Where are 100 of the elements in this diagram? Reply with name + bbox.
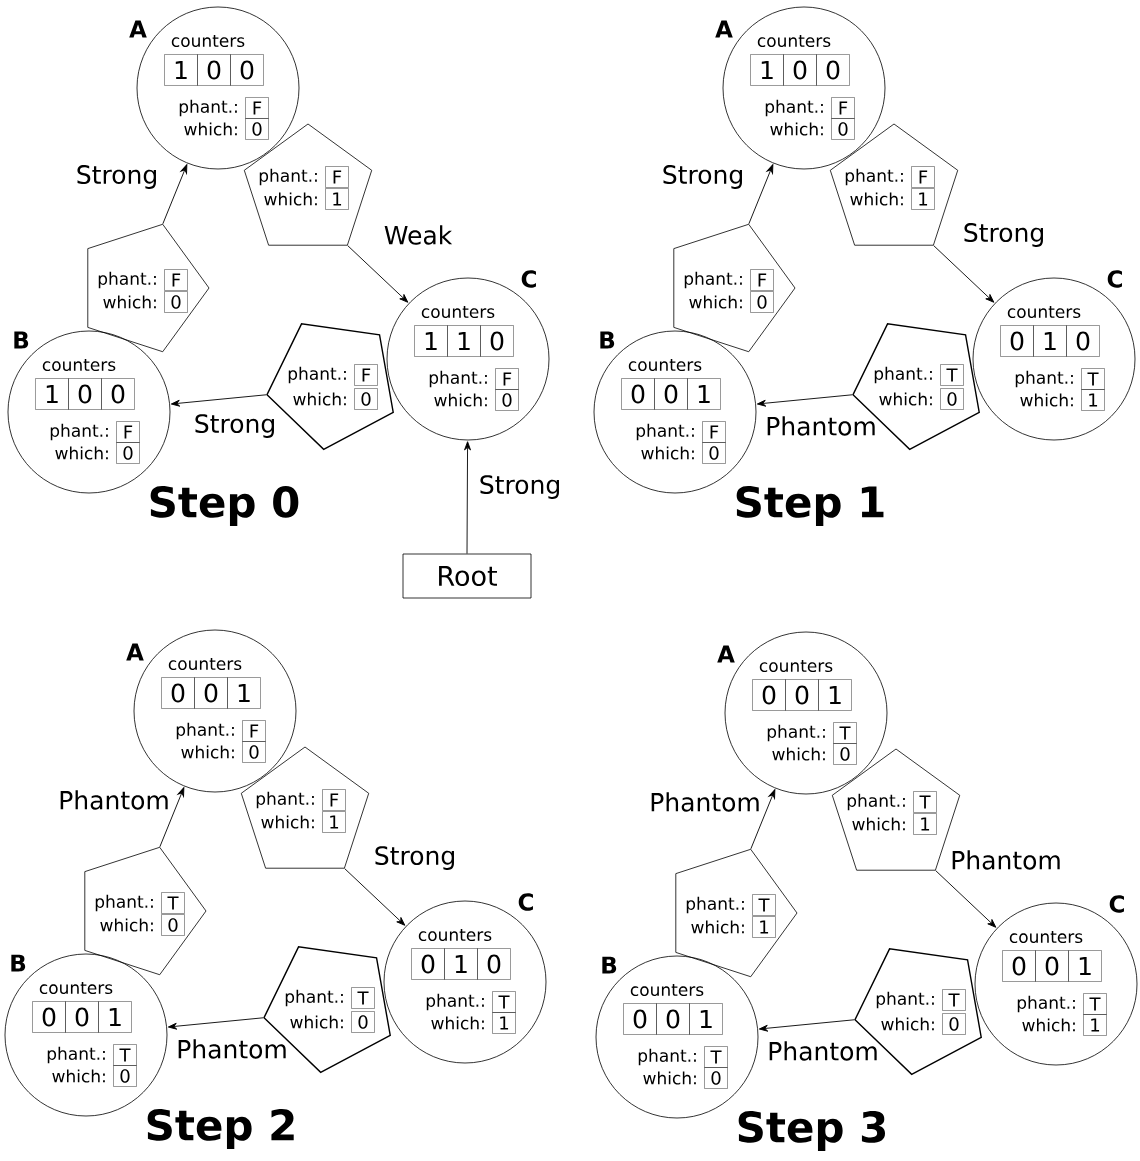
node-letter: A: [717, 645, 735, 663]
field-label: which:: [55, 446, 108, 460]
counter-cell: 1: [447, 325, 481, 357]
flag-cell: 1: [1083, 1014, 1107, 1036]
field-label: phant.:: [426, 993, 484, 1011]
node-letter: A: [126, 643, 144, 661]
flag-cell: F: [322, 789, 346, 811]
field-label: which:: [431, 1016, 484, 1030]
edge-label: Weak: [384, 225, 453, 245]
field-label: which:: [184, 122, 237, 136]
flag-cell: T: [833, 722, 857, 744]
flag-cell: T: [351, 987, 375, 1009]
field-label: phant.:: [876, 991, 934, 1009]
edge-label: Strong: [663, 165, 742, 189]
flag-cell: F: [831, 97, 855, 119]
edge-label: Phantom: [952, 850, 1060, 870]
arrow: [756, 394, 853, 407]
counter-cell: 0: [32, 1001, 66, 1033]
field-label: phant.:: [765, 99, 823, 117]
flag-cell: 0: [116, 442, 140, 464]
step-title: Step 2: [147, 1109, 294, 1149]
field-label: which:: [1022, 1018, 1075, 1032]
pointer-pentagon: [673, 223, 796, 353]
flag-cell: T: [113, 1044, 137, 1066]
arrow: [162, 164, 188, 225]
node-letter: C: [1109, 895, 1124, 913]
field-label: which:: [879, 392, 932, 406]
field-label: counters: [759, 659, 833, 673]
counter-cell: 1: [1068, 950, 1102, 982]
arrow: [750, 789, 776, 850]
field-label: phant.:: [684, 271, 742, 289]
pointer-pentagon: [243, 123, 373, 246]
edge-label: Strong: [77, 165, 156, 189]
field-label: which:: [852, 817, 905, 831]
counter-cell: 0: [1066, 325, 1100, 357]
arrow: [159, 787, 185, 848]
field-label: which:: [643, 1071, 696, 1085]
counter-cell: 0: [1002, 950, 1036, 982]
field-label: phant.:: [256, 791, 314, 809]
counter-cell: 0: [656, 1003, 690, 1035]
flag-cell: 0: [351, 1011, 375, 1033]
edge-label: Phantom: [651, 792, 759, 812]
flag-cell: 0: [942, 1013, 966, 1035]
flag-cell: 0: [831, 118, 855, 140]
edge-label: Phantom: [60, 790, 168, 810]
flag-cell: 1: [325, 188, 349, 210]
edge-label: Strong: [195, 414, 274, 438]
field-label: which:: [691, 920, 744, 934]
counter-circle: [383, 893, 547, 1064]
counter-cell: 0: [654, 378, 688, 410]
field-label: counters: [421, 305, 495, 319]
flag-cell: F: [245, 97, 269, 119]
node-letter: B: [11, 954, 26, 972]
counter-cell: 0: [477, 948, 511, 980]
counter-cell: 1: [227, 677, 261, 709]
field-label: counters: [168, 657, 242, 671]
counter-cell: 0: [161, 677, 195, 709]
flag-cell: 1: [1081, 389, 1105, 411]
step-title: Step 3: [738, 1111, 885, 1151]
field-label: counters: [39, 981, 113, 995]
arrow: [464, 441, 471, 555]
step-title: Step 0: [150, 486, 299, 526]
counter-cell: 0: [623, 1003, 657, 1035]
field-label: phant.:: [767, 724, 825, 742]
field-label: phant.:: [50, 423, 108, 441]
edge-label: Strong: [964, 223, 1043, 247]
counter-cell: 0: [194, 677, 228, 709]
field-label: counters: [1007, 305, 1081, 319]
flag-cell: T: [1081, 368, 1105, 390]
counter-circle: [386, 270, 550, 441]
field-label: counters: [628, 358, 702, 372]
field-label: which:: [103, 295, 156, 309]
flag-cell: 0: [164, 291, 188, 313]
node-letter: C: [518, 893, 533, 911]
arrow: [167, 1017, 264, 1030]
counter-cell: 0: [621, 378, 655, 410]
field-label: phant.:: [47, 1046, 105, 1064]
flag-cell: T: [940, 364, 964, 386]
counter-cell: 0: [197, 54, 231, 86]
field-label: phant.:: [179, 99, 237, 117]
field-label: phant.:: [98, 271, 156, 289]
flag-cell: 0: [242, 741, 266, 763]
arrow: [758, 1019, 855, 1032]
field-label: which:: [641, 446, 694, 460]
counter-circle: [972, 270, 1136, 441]
flag-cell: T: [913, 791, 937, 813]
counter-cell: 1: [414, 325, 448, 357]
arrow: [347, 245, 409, 303]
flag-cell: 1: [752, 916, 776, 938]
field-label: which:: [100, 918, 153, 932]
field-label: phant.:: [847, 793, 905, 811]
node-letter: B: [14, 331, 29, 349]
field-label: phant.:: [95, 894, 153, 912]
flag-cell: F: [354, 364, 378, 386]
edge-label: Strong: [480, 475, 559, 499]
field-label: which:: [881, 1017, 934, 1031]
counter-cell: 1: [1033, 325, 1067, 357]
counter-cell: 0: [480, 325, 514, 357]
counter-cell: 0: [411, 948, 445, 980]
flag-cell: T: [1083, 993, 1107, 1015]
